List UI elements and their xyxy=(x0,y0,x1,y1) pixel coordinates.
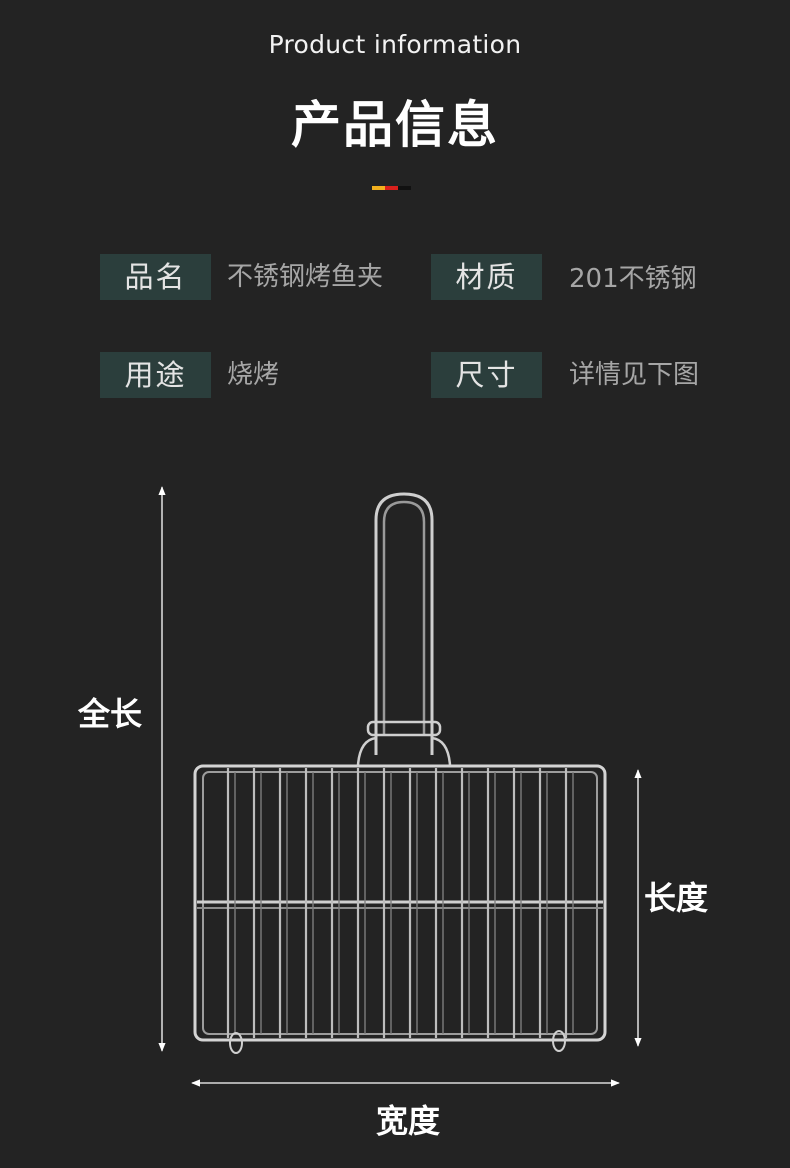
spec-label-material: 材质 xyxy=(431,254,542,300)
grill-handle-collar xyxy=(366,720,442,737)
spec-value-size: 详情见下图 xyxy=(569,360,700,390)
grill-handle-inner xyxy=(382,500,426,735)
spec-label-usage: 用途 xyxy=(100,352,211,398)
spec-value-name: 不锈钢烤鱼夹 xyxy=(227,262,384,292)
grill-basket-frame xyxy=(193,764,607,1042)
section-subtitle: Product information xyxy=(268,30,522,59)
dimension-label-total-length: 全长 xyxy=(78,695,143,733)
spec-value-material: 201不锈钢 xyxy=(569,264,697,294)
grill-foot-left xyxy=(229,1032,243,1054)
grill-foot-right xyxy=(552,1030,566,1052)
dimension-label-width: 宽度 xyxy=(376,1102,441,1140)
spec-label-name: 品名 xyxy=(100,254,211,300)
grill-handle-outer xyxy=(374,492,434,755)
dimension-label-length: 长度 xyxy=(644,879,709,917)
section-title: 产品信息 xyxy=(291,96,499,154)
grill-wires xyxy=(226,768,568,1038)
spec-value-usage: 烧烤 xyxy=(227,360,280,390)
title-accent-bar xyxy=(372,186,411,190)
spec-label-size: 尺寸 xyxy=(431,352,542,398)
